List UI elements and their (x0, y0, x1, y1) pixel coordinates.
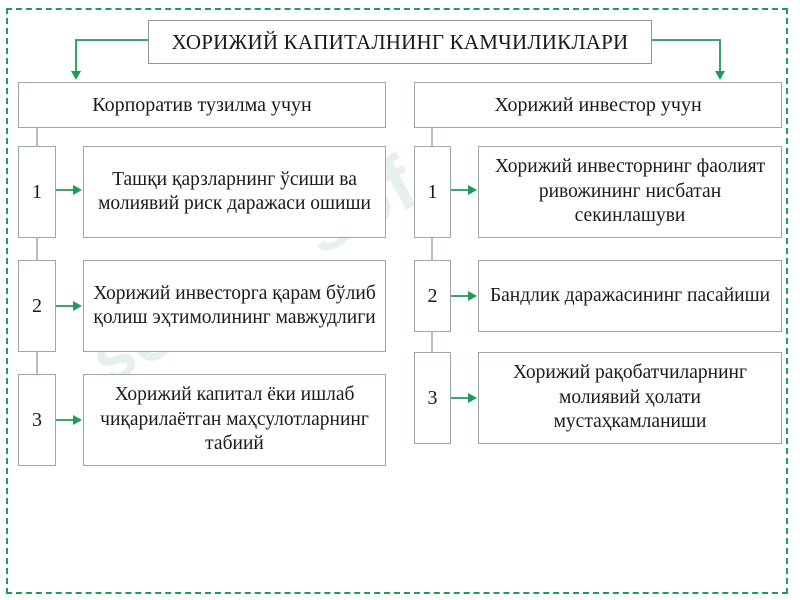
right-item-2-text: Бандлик даражасининг пасайиши (489, 284, 771, 306)
left-number-1: 1 (18, 146, 56, 238)
right-number-1-text: 1 (427, 180, 438, 203)
right-number-2-text: 2 (427, 284, 438, 307)
left-item-2-text: Хорижий инвесторга қарам бўлиб қолиш эҳт… (93, 282, 376, 328)
right-item-3: Хорижий рақобатчиларнинг молиявий ҳолати… (478, 352, 782, 444)
diagram-title: ХОРИЖИЙ КАПИТАЛНИНГ КАМЧИЛИКЛАРИ (148, 20, 652, 64)
left-item-3: Хорижий капитал ёки ишлаб чиқарилаётган … (83, 374, 386, 466)
right-heading: Хорижий инвестор учун (414, 82, 782, 128)
left-item-1-text: Ташқи қарзларнинг ўсиши ва молиявий риск… (98, 168, 371, 214)
diagram-title-text: ХОРИЖИЙ КАПИТАЛНИНГ КАМЧИЛИКЛАРИ (171, 29, 629, 54)
left-item-3-text: Хорижий капитал ёки ишлаб чиқарилаётган … (100, 384, 369, 455)
left-number-3-text: 3 (32, 408, 42, 431)
left-heading-text: Корпоратив тузилма учун (92, 93, 312, 116)
right-item-1-text: Хорижий инвесторнинг фаолият ривожининг … (494, 156, 766, 227)
right-heading-text: Хорижий инвестор учун (494, 93, 702, 116)
title-left-arrow (71, 39, 148, 80)
right-number-3-text: 3 (427, 386, 438, 409)
right-number-2: 2 (414, 260, 451, 332)
right-item-3-text: Хорижий рақобатчиларнинг молиявий ҳолати… (513, 362, 747, 433)
left-number-1-text: 1 (32, 180, 42, 203)
right-number-1: 1 (414, 146, 451, 238)
left-heading: Корпоратив тузилма учун (18, 82, 386, 128)
diagram-frame (6, 8, 788, 594)
left-item-2: Хорижий инвесторга қарам бўлиб қолиш эҳт… (83, 260, 386, 352)
right-number-3: 3 (414, 352, 451, 444)
left-number-2-text: 2 (32, 294, 42, 317)
right-item-2: Бандлик даражасининг пасайиши (478, 260, 782, 332)
right-item-1: Хорижий инвесторнинг фаолият ривожининг … (478, 146, 782, 238)
title-right-arrow (652, 39, 725, 80)
left-number-2: 2 (18, 260, 56, 352)
left-number-3: 3 (18, 374, 56, 466)
left-item-1: Ташқи қарзларнинг ўсиши ва молиявий риск… (83, 146, 386, 238)
